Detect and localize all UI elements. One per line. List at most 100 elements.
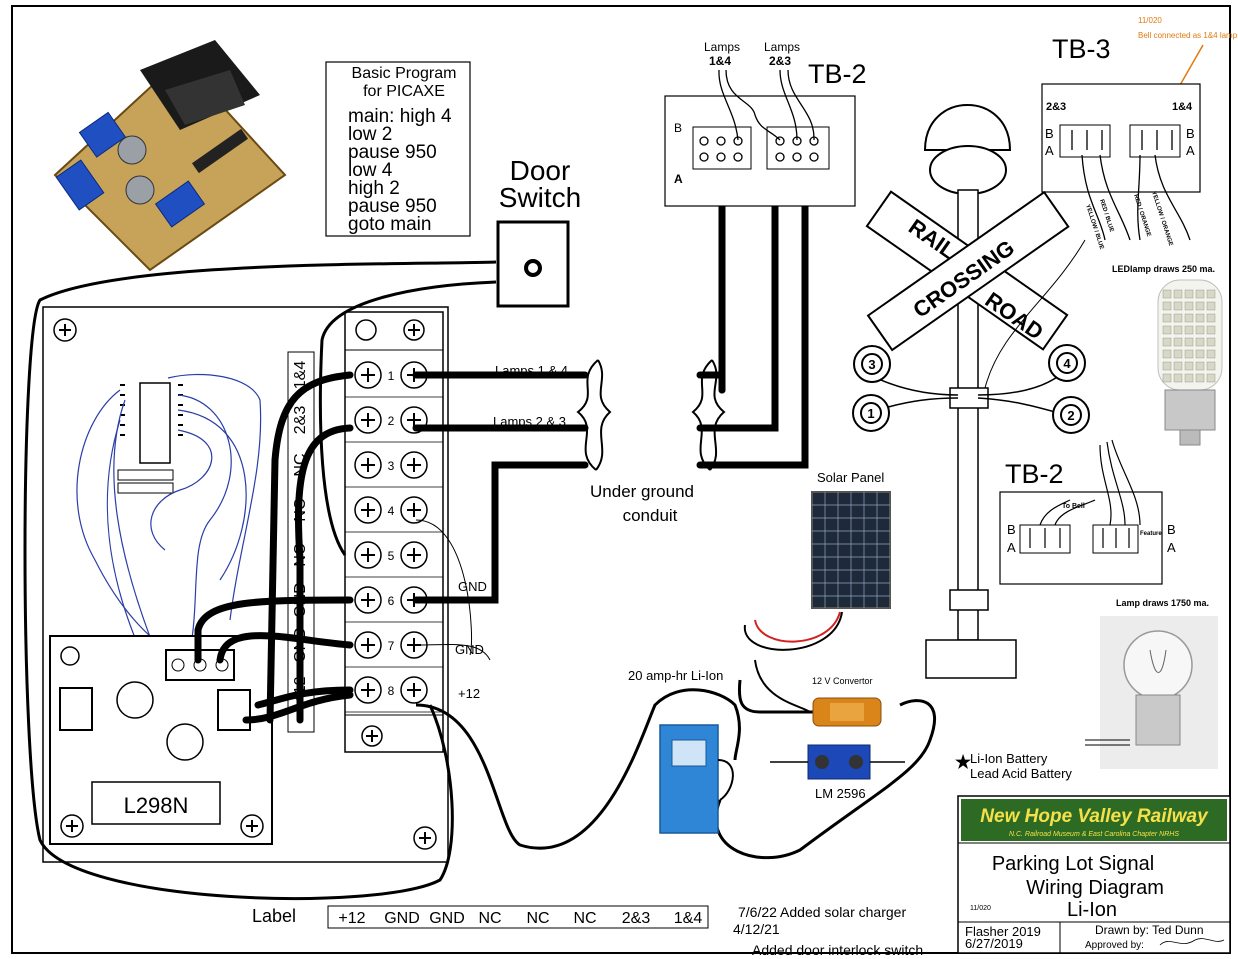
title-block: New Hope Valley Railway N.C. Railroad Mu…: [957, 795, 1231, 954]
screw-icon: [240, 814, 264, 838]
led-chip: [1184, 361, 1194, 371]
program-line: pause 950: [348, 142, 437, 163]
solar-leads: [743, 611, 843, 713]
terminal-row: 7: [345, 631, 443, 668]
terminal-number: 5: [388, 549, 395, 563]
led-chip: [1206, 301, 1216, 311]
terminal-row: 4: [345, 496, 443, 533]
tb3-row-a: A: [1045, 143, 1054, 158]
terminal-number: 6: [388, 594, 395, 608]
led-chip: [1195, 301, 1205, 311]
power-wires: [194, 146, 809, 724]
lamp-icon: [1048, 344, 1086, 382]
led-chip: [1195, 373, 1205, 383]
led-chip: [1162, 301, 1172, 311]
tb2-top-title: TB-2: [808, 59, 867, 89]
lamp-icon: [852, 394, 890, 432]
led-chip: [1173, 373, 1183, 383]
led-chip: [1173, 325, 1183, 335]
tb2-row-a: A: [674, 172, 683, 186]
screw-icon: [400, 496, 428, 524]
wire-label-plus12: +12: [458, 686, 480, 701]
led-chip: [1173, 313, 1183, 323]
led-chip: [1173, 289, 1183, 299]
label-item: GND: [384, 910, 420, 927]
page-frame: [11, 5, 1231, 954]
led-chip: [1195, 289, 1205, 299]
screw-icon: [354, 496, 382, 524]
title-small-date: 11/020: [970, 905, 991, 912]
tb3-right-ids: 1&4: [1172, 101, 1193, 113]
motor-driver-photo: [53, 40, 287, 272]
led-chip: [1206, 325, 1216, 335]
tb2-bottom: TB-2 B A B A To Bell Feature: [999, 439, 1176, 585]
tb2-top: Lamps 1&4 Lamps 2&3 TB-2 B A: [664, 40, 867, 207]
tb2-lamps-left-label: Lamps: [704, 40, 740, 54]
lamp-number: 1: [867, 406, 874, 421]
lamp-number: 3: [868, 357, 875, 372]
screw-icon: [354, 451, 382, 479]
label-item: NC: [478, 910, 501, 927]
screw-icon: [403, 319, 425, 341]
led-chip: [1206, 337, 1216, 347]
led-chip: [1206, 313, 1216, 323]
tb2-lamps-left-ids: 1&4: [709, 54, 731, 68]
signal-wires: [415, 519, 491, 661]
led-chip: [1162, 373, 1172, 383]
screw-icon: [354, 541, 382, 569]
led-chip: [1184, 313, 1194, 323]
door-switch-box: [496, 220, 570, 308]
lamp-icon: [853, 345, 891, 383]
battery-type-1: Li-Ion Battery: [970, 751, 1048, 766]
note-solar: 7/6/22 Added solar charger: [738, 904, 906, 920]
door-switch-label-1: Door: [510, 155, 571, 186]
terminal-number: 4: [388, 504, 395, 518]
tb2-row-b: B: [674, 121, 682, 135]
wire-label-gnd: GND: [458, 579, 487, 594]
title-line-2: Wiring Diagram: [1026, 877, 1164, 899]
screw-icon: [354, 676, 382, 704]
lamp-icon: [1052, 396, 1090, 434]
terminal-side-label: 2&3: [292, 406, 309, 435]
screw-icon: [400, 541, 428, 569]
screw-icon: [53, 318, 77, 342]
wire-label-gnd: GND: [455, 642, 484, 657]
led-chip: [1162, 349, 1172, 359]
convertor: [812, 697, 882, 727]
led-chip: [1173, 361, 1183, 371]
led-chip: [1195, 349, 1205, 359]
led-chip: [1162, 325, 1172, 335]
switch-contact-icon: [524, 259, 542, 277]
program-line: low 4: [348, 160, 393, 181]
led-chip: [1184, 301, 1194, 311]
led-chip: [1162, 313, 1172, 323]
screw-icon: [400, 451, 428, 479]
label-item: +12: [338, 910, 365, 927]
screw-icon: [400, 676, 428, 704]
lm2596-module: [770, 744, 905, 780]
program-title-2: for PICAXE: [363, 83, 445, 100]
tb2-note: Feature: [1140, 531, 1162, 537]
label-item: 2&3: [622, 910, 651, 927]
title-line-3: Li-Ion: [1067, 899, 1117, 921]
terminal-number: 2: [388, 414, 395, 428]
led-chip: [1184, 373, 1194, 383]
tb2-bottom-title: TB-2: [1005, 459, 1064, 489]
tb3-row-b: B: [1045, 126, 1054, 141]
tb2-row-b: B: [1167, 522, 1176, 537]
conduit-label-1: Under ground: [590, 482, 694, 501]
tb2-lamps-right-label: Lamps: [764, 40, 800, 54]
program-line: low 2: [348, 124, 392, 145]
convertor-label: 12 V Convertor: [812, 676, 873, 686]
door-switch: Door Switch: [496, 155, 581, 308]
tb3-row-a: A: [1186, 143, 1195, 158]
led-chip: [1195, 337, 1205, 347]
label-item: NC: [526, 910, 549, 927]
led-chip: [1206, 349, 1216, 359]
tb3-wire-label: RED / ORANGE: [1132, 194, 1151, 238]
title-date: 6/27/2019: [965, 936, 1023, 951]
led-chip: [1173, 301, 1183, 311]
led-chip: [1173, 349, 1183, 359]
led-chip: [1206, 361, 1216, 371]
